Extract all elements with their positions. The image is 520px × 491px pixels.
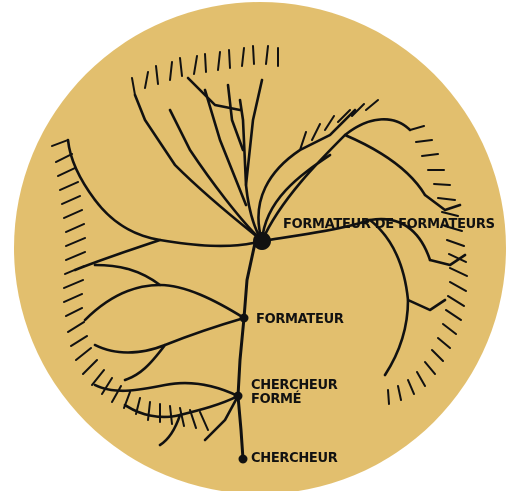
label-trained-researcher: CHERCHEUR FORMÉ	[251, 379, 361, 407]
label-trainer-of-trainers: FORMATEUR DE FORMATEURS	[283, 218, 413, 232]
node-trainer-of-trainers	[253, 232, 271, 250]
label-researcher: CHERCHEUR	[251, 452, 337, 466]
label-trainer: FORMATEUR	[256, 313, 344, 327]
node-trainer	[240, 314, 249, 323]
node-researcher	[239, 455, 248, 464]
node-trained-researcher	[234, 392, 243, 401]
